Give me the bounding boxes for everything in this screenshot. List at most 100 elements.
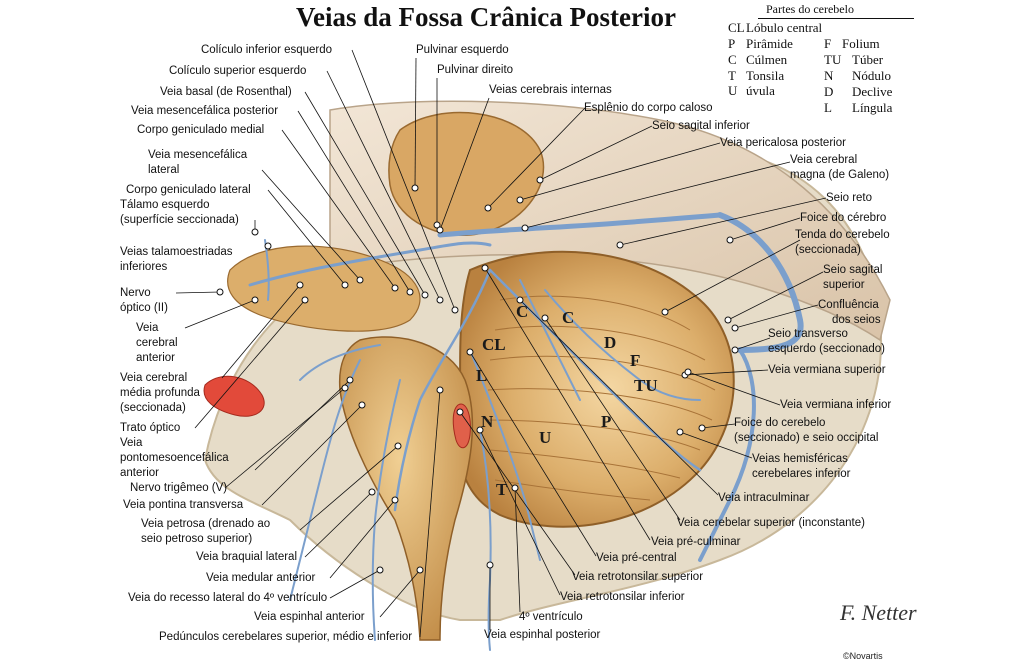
leader-line [544,317,681,521]
label-tenda-cerebelo: (seccionada) [795,244,861,256]
leader-markers [216,176,739,574]
region-letter: P [601,412,612,431]
label-talamo-esquerdo: (superfície seccionada) [120,214,239,226]
leader-marker [541,314,549,322]
label-veia-espinhal-posterior: Veia espinhal posterior [484,629,601,641]
label-veia-medular-anterior: Veia medular anterior [206,572,316,584]
label-veia-pre-culminar: Veia pré-culminar [651,536,741,548]
label-veia-cerebelar-superior: Veia cerebelar superior (inconstante) [677,517,865,529]
leader-line [459,411,576,576]
leader-marker [376,566,384,574]
legend-rule [758,18,914,19]
label-veia-recesso-lateral: Veia do recesso lateral do 4º ventrículo [128,592,328,604]
region-letter: T [496,480,508,499]
label-talamo-esquerdo: Tálamo esquerdo [120,199,210,211]
label-veia-cerebral-anterior: Veia [136,322,159,334]
leader-marker [296,281,304,289]
leader-line [519,142,721,201]
label-quarto-ventriculo: 4º ventrículo [519,611,583,623]
artist-signature: F. Netter [840,600,917,625]
label-foice-cerebelo: Foice do cerebelo [734,417,826,429]
leader-line [194,299,306,429]
leader-marker [698,424,706,432]
leader-line [439,97,490,231]
leader-marker [436,296,444,304]
leader-marker [406,288,414,296]
leader-marker [676,428,684,436]
label-esplenio-corpo-caloso: Esplênio do corpo caloso [584,102,713,114]
leader-line [727,271,824,321]
thalamus [227,245,421,332]
leader-marker [356,276,364,284]
leader-line [304,491,373,558]
label-nervo-trigemeo: Nervo trigêmeo (V) [130,482,228,494]
leader-marker [433,221,441,229]
region-letter: D [604,333,617,352]
region-letter: TU [634,376,658,395]
label-veia-pontomesoencefalica: Veia [120,437,143,449]
leader-line [297,110,411,293]
leader-line [379,569,421,618]
leader-marker [391,284,399,292]
leader-line [469,351,597,557]
leader-marker [264,242,272,250]
label-veia-pontomesoencefalica: anterior [120,467,159,479]
leader-marker [731,324,739,332]
label-seio-sagital-superior: superior [823,279,865,291]
label-veia-mesencefalica-lateral: Veia mesencefálica [148,149,248,161]
label-veia-cerebral-media-profunda: média profunda [120,387,200,399]
leader-line [619,197,827,246]
leader-line [414,57,417,189]
red-structure-center [452,403,471,449]
leader-marker [346,376,354,384]
label-veias-talamoestriadas: inferiores [120,261,168,273]
leader-marker [476,426,484,434]
leader-line [684,369,769,376]
label-trato-optico: Trato óptico [120,422,181,434]
label-veia-mesencefalica-lateral: lateral [148,164,180,176]
label-corpo-geniculado-medial: Corpo geniculado medial [137,124,265,136]
label-confluencia-seios: dos seios [832,314,881,326]
label-pedunculos-cerebelares: Pedúnculos cerebelares superior, médio e… [159,631,413,643]
leader-line [664,239,801,313]
label-veia-petrosa: Veia petrosa (drenado ao [141,518,271,530]
figure-title: Veias da Fossa Crânica Posterior [296,2,676,32]
leader-marker [616,241,624,249]
label-veias-hemisfericas: cerebelares inferior [752,468,851,480]
leader-line [224,387,346,489]
leader-marker [724,316,732,324]
leader-marker [216,288,224,296]
label-tenda-cerebelo: Tenda do cerebelo [795,229,890,241]
label-veia-vermiana-superior: Veia vermiana superior [768,364,886,376]
leader-marker [341,384,349,392]
label-veia-cerebral-anterior: anterior [136,352,175,364]
label-veia-retrotonsilar-superior: Veia retrotonsilar superior [572,571,704,583]
leader-marker [726,236,734,244]
label-seio-reto: Seio reto [826,192,873,204]
label-seio-sagital-superior: Seio sagital [823,264,883,276]
leader-line [734,304,819,329]
leader-marker [368,488,376,496]
leader-line [261,404,363,506]
leader-marker [456,408,464,416]
label-seio-transverso: esquerdo (seccionado) [768,343,885,355]
cerebellar-folia [487,295,716,501]
label-nervo-optico: Nervo [120,287,151,299]
leader-line [519,299,719,496]
label-veia-intraculminar: Veia intraculminar [718,492,810,504]
leader-marker [358,401,366,409]
region-letter: N [481,412,494,431]
label-pulvinar-direito: Pulvinar direito [437,64,514,76]
label-coliculo-inferior: Colículo inferior esquerdo [201,44,333,56]
label-veia-pontomesoencefalica: pontomesoencefálica [120,452,229,464]
leader-line [184,299,256,329]
leader-marker [516,196,524,204]
leader-marker [451,306,459,314]
label-veias-hemisfericas: Veias hemisféricas [752,453,848,465]
leader-line [254,379,351,471]
